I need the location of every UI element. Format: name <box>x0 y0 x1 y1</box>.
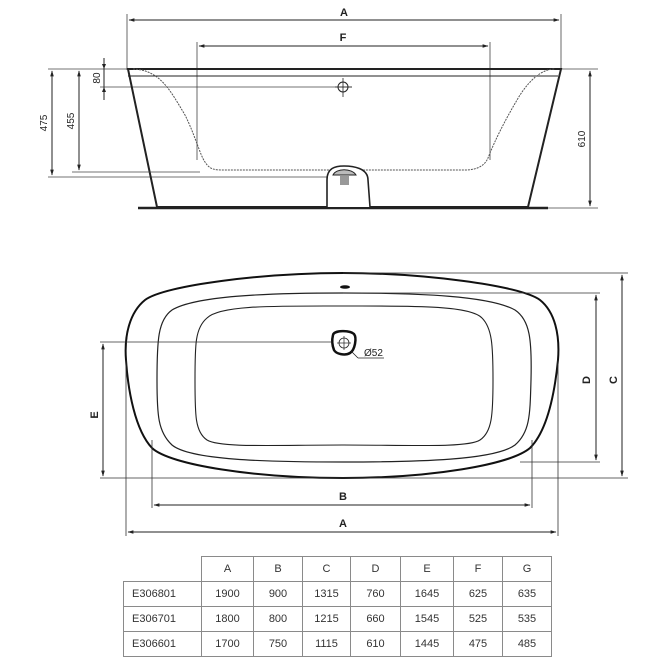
cell-a: 1900 <box>201 581 254 607</box>
dimension-a-top: A <box>127 518 557 534</box>
drain-symbol: Ø52 <box>331 329 384 359</box>
cell-d: 660 <box>350 606 401 632</box>
cell-g: 635 <box>502 581 552 607</box>
dimension-455: 455 <box>66 70 200 173</box>
header-f: F <box>453 556 503 582</box>
dim-80-text: 80 <box>92 72 103 84</box>
cell-f: 525 <box>453 606 503 632</box>
dimension-b: B <box>153 491 531 507</box>
table-row: E306801 1900 900 1315 760 1645 625 635 <box>123 581 552 607</box>
label-c: C <box>608 376 620 384</box>
dimension-80: 80 <box>92 58 106 100</box>
cell-d: 610 <box>350 631 401 657</box>
dimension-d: D <box>581 294 598 461</box>
header-c: C <box>302 556 351 582</box>
label-a: A <box>340 7 348 19</box>
side-view: A F 80 <box>39 7 598 210</box>
overflow-symbol <box>335 78 352 97</box>
label-e: E <box>89 411 101 418</box>
label-d: D <box>581 376 593 384</box>
header-b: B <box>253 556 303 582</box>
cell-g: 535 <box>502 606 552 632</box>
cell-a: 1700 <box>201 631 254 657</box>
cell-b: 750 <box>253 631 303 657</box>
dimension-610: 610 <box>577 70 592 207</box>
cell-e: 1445 <box>400 631 454 657</box>
dimension-c: C <box>608 274 624 477</box>
dim-475-text: 475 <box>39 114 50 131</box>
product-code: E306801 <box>123 581 202 607</box>
header-d: D <box>350 556 401 582</box>
dimension-f: F <box>198 32 489 48</box>
dimension-475: 475 <box>39 70 54 176</box>
product-code: E306701 <box>123 606 202 632</box>
label-a-top: A <box>339 518 347 530</box>
cell-c: 1315 <box>302 581 351 607</box>
cell-e: 1645 <box>400 581 454 607</box>
cell-d: 760 <box>350 581 401 607</box>
cell-a: 1800 <box>201 606 254 632</box>
dim-610-text: 610 <box>577 130 588 147</box>
top-view: Ø52 B A E D <box>89 271 628 536</box>
header-e: E <box>400 556 454 582</box>
cell-c: 1215 <box>302 606 351 632</box>
cell-f: 625 <box>453 581 503 607</box>
cell-g: 485 <box>502 631 552 657</box>
dim-455-text: 455 <box>66 112 77 129</box>
drain-diameter-label: Ø52 <box>364 348 383 359</box>
table-corner-cell <box>123 556 202 582</box>
label-f: F <box>340 32 347 44</box>
header-g: G <box>502 556 552 582</box>
cell-c: 1115 <box>302 631 351 657</box>
cell-e: 1545 <box>400 606 454 632</box>
dimension-a-side: A <box>128 7 560 22</box>
cell-b: 900 <box>253 581 303 607</box>
dimensions-table: A B C D E F G E306801 1900 900 1315 760 … <box>123 556 552 657</box>
dimension-e: E <box>89 343 105 477</box>
table-row: E306701 1800 800 1215 660 1545 525 535 <box>123 606 552 632</box>
cell-f: 475 <box>453 631 503 657</box>
label-b: B <box>339 491 347 503</box>
product-code: E306601 <box>123 631 202 657</box>
cell-b: 800 <box>253 606 303 632</box>
table-header-row: A B C D E F G <box>123 556 552 582</box>
table-row: E306601 1700 750 1115 610 1445 475 485 <box>123 631 552 657</box>
header-a: A <box>201 556 254 582</box>
